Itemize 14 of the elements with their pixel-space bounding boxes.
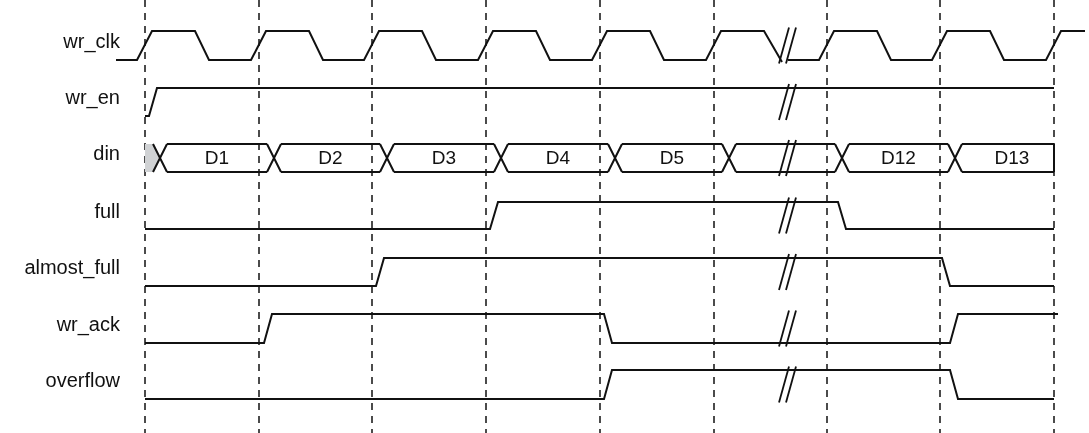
data-value: D1 (203, 147, 231, 169)
signal-name: almost_full (23, 255, 120, 279)
signal-name: wr_en (64, 85, 120, 109)
data-value: D12 (880, 147, 917, 169)
signal-name: overflow (44, 367, 120, 392)
data-value: D4 (544, 147, 572, 169)
data-value: D2 (317, 147, 344, 169)
signal-name: full (93, 198, 120, 223)
signal-name: din (92, 141, 120, 165)
signal-name: wr_clk (62, 28, 120, 53)
signal-name: wr_ack (55, 311, 120, 336)
data-value: D3 (430, 147, 458, 169)
data-value: D5 (658, 147, 686, 169)
data-value: D13 (993, 147, 1031, 169)
